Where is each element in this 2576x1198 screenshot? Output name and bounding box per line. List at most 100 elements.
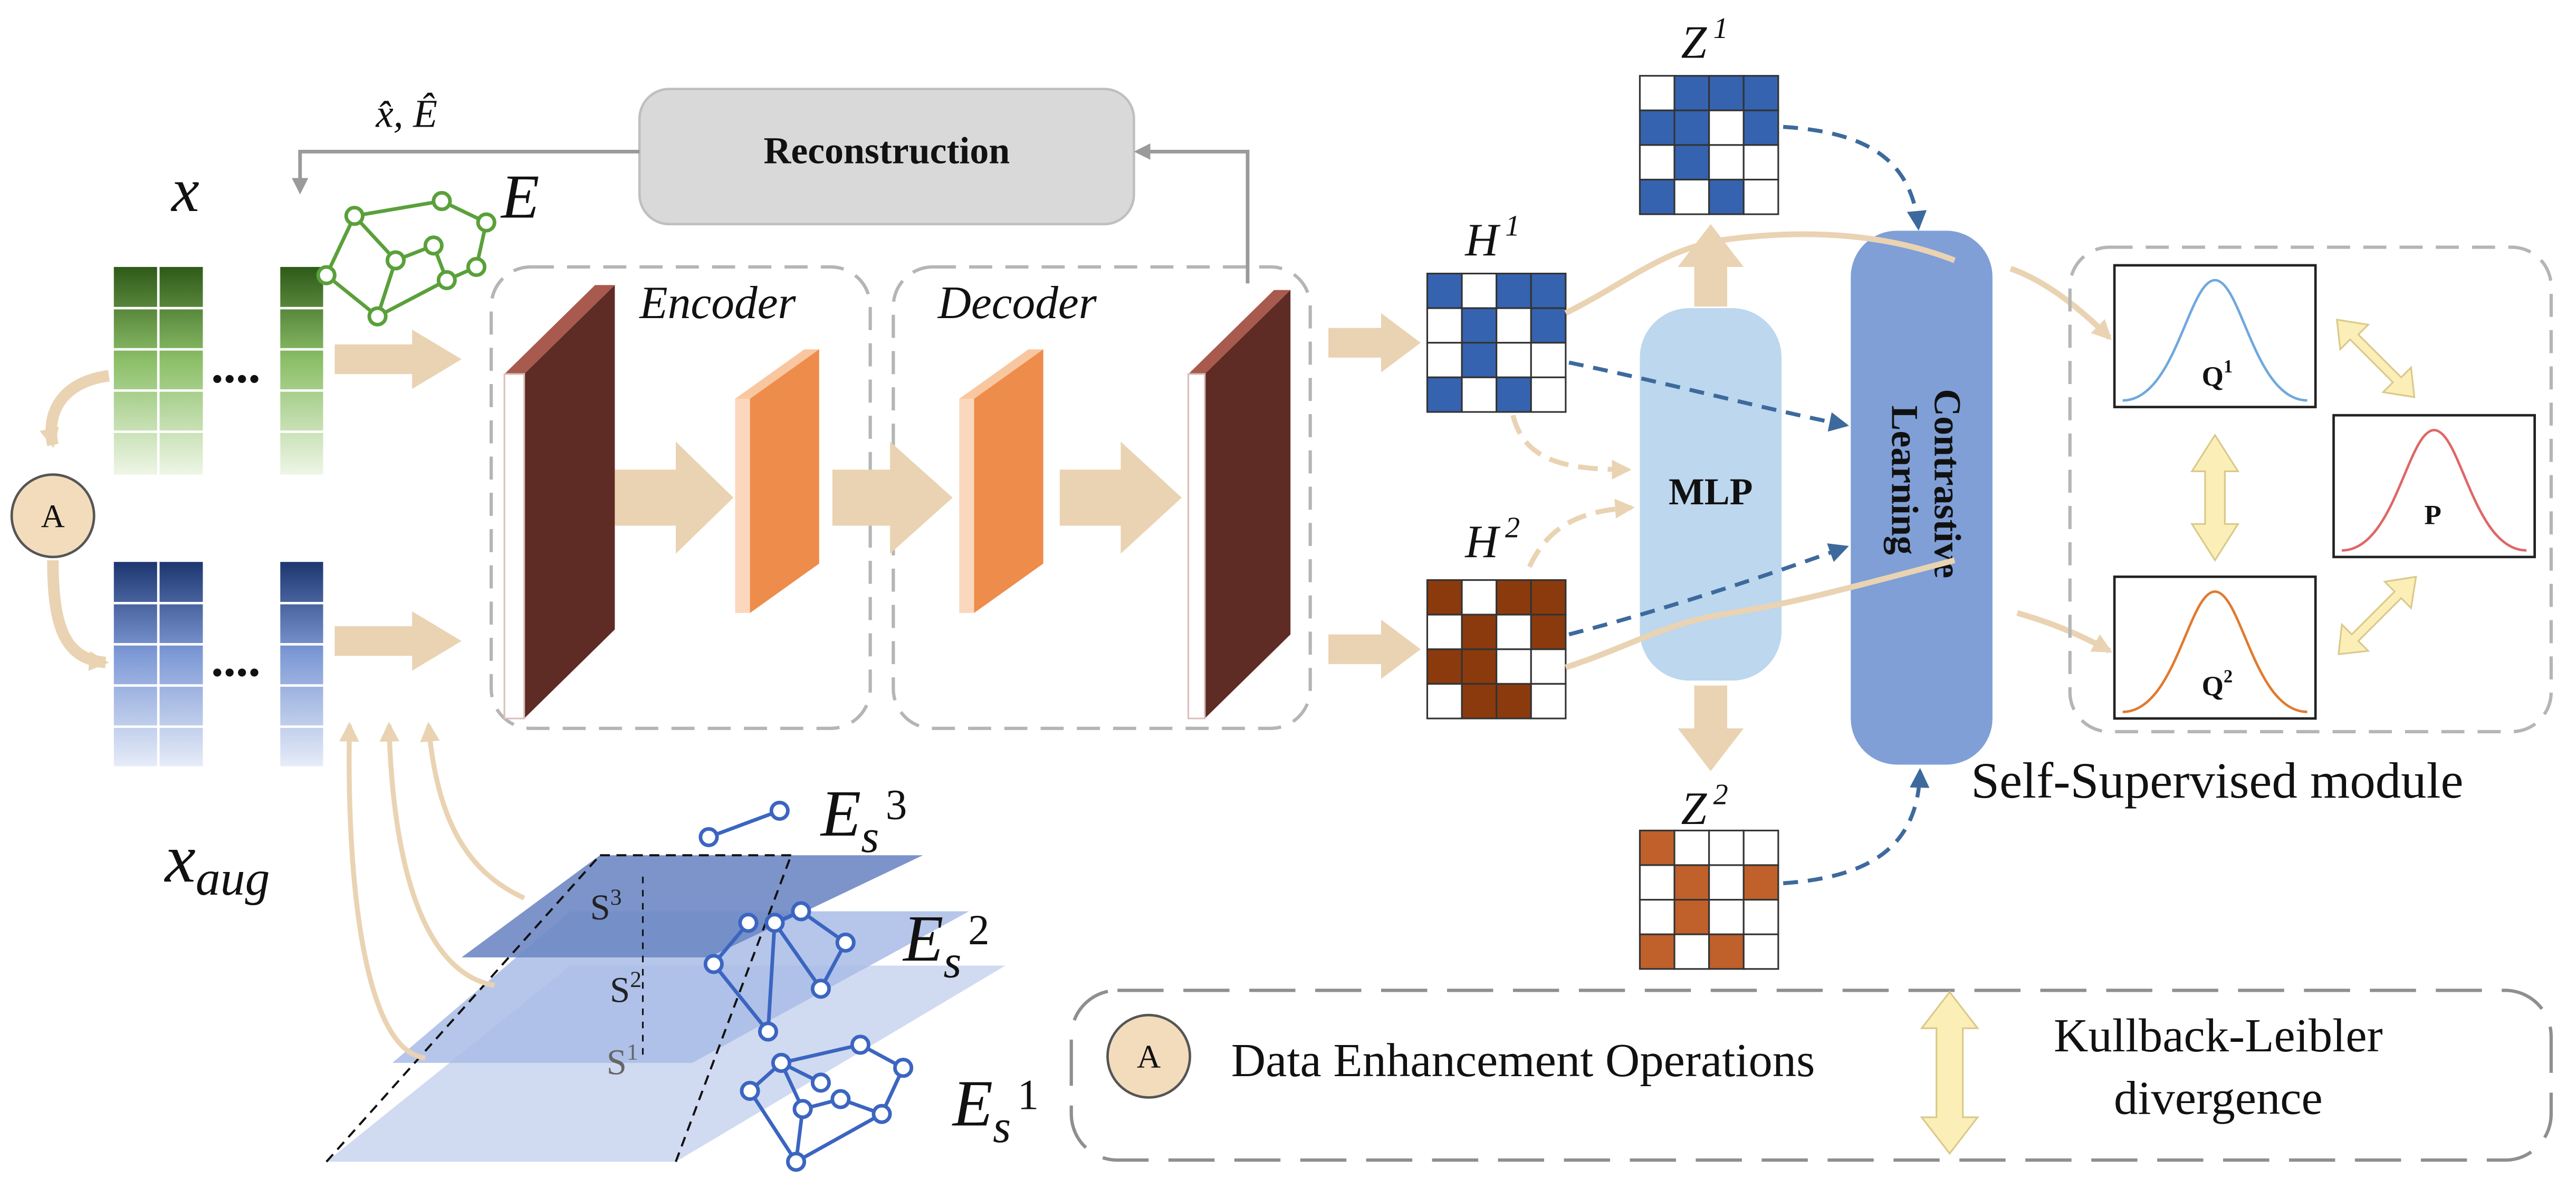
- matrix-cell: [1496, 579, 1532, 616]
- A-to-xaug-curve: [47, 560, 109, 671]
- contrastive-label: Contrastive: [1927, 389, 1969, 578]
- matrix-cell: [1496, 272, 1532, 309]
- x-column-1-grid: [113, 267, 203, 475]
- matrix-cell: [1496, 614, 1532, 650]
- self-supervised-box: [2068, 245, 2553, 734]
- x-column-2: [280, 267, 323, 475]
- pyramid-edge-right: [675, 855, 792, 1162]
- Es2-label: Es2: [902, 903, 989, 987]
- legend-box: [1069, 989, 2553, 1162]
- Z1-matrix: [1639, 75, 1779, 215]
- Z2-matrix: [1639, 829, 1779, 970]
- input-x-features: ....: [113, 267, 323, 475]
- matrix-cell: [1639, 933, 1675, 970]
- S3-to-xaug-curve: [420, 722, 525, 900]
- decoder-label: Decoder: [937, 277, 1097, 328]
- decoder-to-H1-arrow: [1328, 313, 1421, 372]
- matrix-cell: [1426, 579, 1463, 616]
- matrix-cell: [1742, 144, 1779, 181]
- graph-Es3: [698, 800, 790, 847]
- decoder-to-H2-arrow: [1328, 619, 1421, 679]
- S2-to-xaug-curve: [379, 722, 495, 988]
- S2-label: S2: [610, 967, 641, 1010]
- matrix-cell: [1742, 178, 1779, 215]
- S3-label: S3: [590, 885, 622, 927]
- kl-arrow-Q1-P: [2336, 319, 2416, 398]
- matrix-cell: [1496, 342, 1532, 378]
- P-distribution-curve: [2342, 428, 2527, 552]
- x-column-2-grid: [280, 306, 323, 433]
- plane-S3: [461, 855, 923, 957]
- Q1-label: Q1: [2202, 357, 2233, 392]
- matrix-cell: [1673, 933, 1710, 970]
- matrix-cell: [1530, 307, 1567, 344]
- matrix-cell: [1708, 933, 1745, 970]
- mlp-to-Z1-arrow: [1678, 224, 1744, 307]
- A-label: A: [41, 498, 65, 535]
- matrix-cell: [1639, 75, 1675, 111]
- legend-A-label: A: [1137, 1038, 1161, 1075]
- matrix-cell: [1742, 75, 1779, 111]
- matrix-cell: [1673, 75, 1710, 111]
- matrix-cell: [1673, 109, 1710, 146]
- cl-to-Q1-sweep: [2009, 266, 2112, 340]
- Q2-panel: Q2: [2113, 575, 2317, 720]
- self-supervised-label: Self-Supervised module: [1971, 752, 2463, 809]
- learning-label: Learning: [1883, 405, 1926, 554]
- legend-data-enhancement: Data Enhancement Operations: [1231, 1033, 1815, 1087]
- decoder-layer-2: [1187, 290, 1291, 720]
- matrix-cell: [1639, 864, 1675, 901]
- matrix-cell: [1639, 144, 1675, 181]
- matrix-cell: [1673, 864, 1710, 901]
- matrix-cell: [1426, 272, 1463, 309]
- matrix-cell: [1461, 342, 1498, 378]
- matrix-cell: [1461, 648, 1498, 685]
- xaug-column-2-grid: [280, 601, 323, 728]
- matrix-cell: [1673, 178, 1710, 215]
- matrix-cell: [1742, 899, 1779, 935]
- reconstruction-to-input-line: [292, 149, 640, 195]
- x-dots: ....: [211, 339, 261, 394]
- matrix-cell: [1530, 683, 1567, 720]
- matrix-cell: [1708, 144, 1745, 181]
- x-to-A-curve: [40, 370, 110, 448]
- A-circle: [10, 473, 95, 559]
- graph-E: [316, 191, 496, 327]
- matrix-cell: [1426, 376, 1463, 413]
- xaug-column-2: [280, 562, 323, 766]
- encoder-layer-1: [503, 285, 615, 720]
- matrix-cell: [1708, 899, 1745, 935]
- matrix-cell: [1639, 829, 1675, 866]
- S1-label: S1: [607, 1040, 638, 1082]
- input-xaug-features: ....: [113, 562, 323, 766]
- A-node: A: [10, 473, 95, 559]
- xaug-column-1-grid: [113, 562, 203, 766]
- matrix-cell: [1426, 683, 1463, 720]
- matrix-cell: [1673, 144, 1710, 181]
- recon-symbols-label: x̂, Ê: [375, 92, 437, 136]
- Es3-label: Es3: [820, 778, 907, 862]
- Q2-distribution-curve: [2122, 590, 2307, 713]
- matrix-cell: [1426, 342, 1463, 378]
- decoder-to-reconstruction-line: [1134, 143, 1250, 284]
- plane-S1: [326, 965, 1005, 1162]
- matrix-cell: [1673, 829, 1710, 866]
- matrix-cell: [1673, 899, 1710, 935]
- Q1-panel: Q1: [2113, 264, 2317, 408]
- matrix-cell: [1461, 272, 1498, 309]
- legend-kl-arrow: [1920, 990, 1979, 1155]
- P-label: P: [2424, 500, 2441, 530]
- matrix-cell: [1742, 829, 1779, 866]
- pyramid-edge-left: [325, 854, 601, 1163]
- matrix-cell: [1530, 579, 1567, 616]
- H2-to-cl-arrow: [1568, 543, 1849, 637]
- reconstruction-block: Reconstruction: [638, 88, 1135, 226]
- H2-sweep-curve: [1565, 557, 1956, 670]
- matrix-cell: [1708, 109, 1745, 146]
- graph-Es1: [740, 1034, 914, 1172]
- matrix-cell: [1461, 579, 1498, 616]
